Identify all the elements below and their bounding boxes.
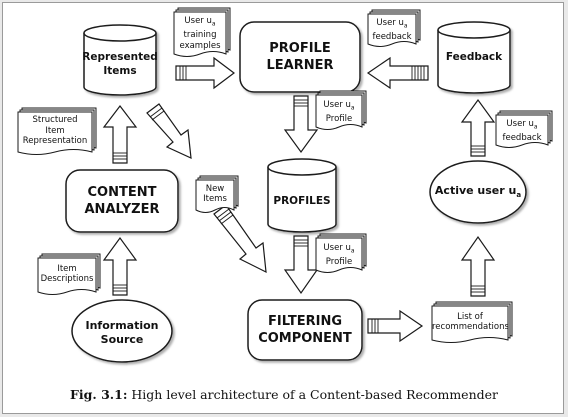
arrow-profiles-to-filtering [283, 235, 319, 295]
doc-label-line: feedback [502, 132, 542, 143]
doc-label-line: List of [457, 311, 483, 322]
doc-sheet [431, 305, 509, 343]
doc-stack-training-examples [173, 7, 231, 57]
profile-learner-line2: LEARNER [266, 58, 334, 73]
arrow-items-to-newitems [146, 103, 192, 159]
doc-stack-new-items [195, 175, 239, 213]
feedback-store [437, 21, 511, 94]
arrow-feedback-to-learner [366, 56, 429, 90]
content-analyzer-label: CONTENT ANALYZER [66, 184, 178, 218]
filtering-component-box [247, 299, 363, 361]
doc-sheet [367, 13, 417, 47]
doc-label-line: Structured [32, 115, 78, 126]
doc-sheet [195, 179, 235, 213]
active-user-text: Active user u [434, 184, 517, 197]
information-source-line1: Information [85, 319, 159, 332]
filtering-component-line1: FILTERING [268, 314, 342, 329]
information-source-ellipse [71, 299, 173, 363]
profiles-store [267, 158, 337, 233]
arrow-newitems-to-filtering [213, 204, 267, 274]
doc-sheet [315, 94, 363, 130]
arrow-list-to-user [460, 235, 496, 297]
active-user-subscript: a [516, 191, 522, 200]
profile-learner-label: PROFILE LEARNER [240, 40, 360, 74]
arrow-learner-to-profiles [283, 95, 319, 154]
doc-label-line: examples [179, 40, 221, 51]
active-user-label: Active user ua [430, 184, 526, 202]
doc-stack-user-profile-2 [315, 233, 367, 273]
filtering-component-line2: COMPONENT [258, 331, 352, 346]
arrow-tail-hatching [113, 66, 485, 333]
represented-items-line2: Items [103, 65, 137, 77]
doc-label-line: Items [203, 194, 227, 204]
doc-stack-item-descriptions [37, 253, 101, 295]
active-user-ellipse [429, 160, 527, 224]
content-analyzer-line2: ANALYZER [84, 202, 160, 217]
arrow-filtering-to-list [367, 309, 424, 343]
doc-label-line: Descriptions [40, 274, 94, 284]
profile-learner-box [239, 21, 361, 93]
doc-label-line: Item [45, 125, 65, 136]
doc-label-line: User ua [323, 99, 355, 112]
represented-items-label: Represented Items [82, 50, 158, 78]
doc-stack-user-profile [315, 90, 367, 130]
doc-label-line: Profile [325, 113, 353, 124]
arrow-items-to-learner [175, 56, 235, 90]
doc-label-line: User ua [184, 16, 216, 28]
doc-stack-recommendations [431, 301, 513, 343]
represented-items-store [83, 24, 157, 96]
doc-sheet [495, 114, 549, 148]
profiles-line1: PROFILES [273, 195, 331, 207]
arrow-user-to-feedback [460, 98, 496, 157]
doc-sheet [173, 11, 227, 57]
arrow-source-to-analyzer [102, 236, 138, 296]
doc-label-line: Profile [325, 256, 353, 267]
profile-learner-line1: PROFILE [269, 41, 331, 56]
doc-stack-user-feedback-right [495, 110, 553, 148]
information-source-label: Information Source [72, 319, 172, 347]
feedback-line1: Feedback [445, 51, 503, 63]
caption-text: High level architecture of a Content-bas… [127, 387, 498, 402]
doc-label-line: recommendations [432, 322, 509, 332]
information-source-line2: Source [100, 333, 144, 346]
doc-label-line: Item [57, 263, 77, 274]
figure-caption: Fig. 3.1: High level architecture of a C… [70, 387, 520, 402]
doc-label-line: User ua [323, 242, 355, 255]
doc-label-line: Representation [22, 136, 88, 147]
represented-items-line1: Represented [82, 51, 158, 63]
profiles-label: PROFILES [268, 194, 336, 208]
arrow-analyzer-to-items [102, 105, 138, 164]
filtering-component-label: FILTERING COMPONENT [248, 313, 362, 347]
doc-sheet [37, 257, 97, 295]
feedback-label: Feedback [438, 50, 510, 64]
content-analyzer-box [65, 169, 179, 233]
doc-label-line: training [183, 30, 217, 41]
content-analyzer-line1: CONTENT [87, 185, 157, 200]
doc-stack-feedback-top [367, 9, 421, 47]
doc-label-line: New [205, 183, 225, 194]
doc-label-line: User ua [506, 118, 538, 131]
doc-stack-structured-item [17, 107, 97, 155]
caption-prefix: Fig. 3.1: [70, 387, 128, 402]
doc-label-line: User ua [376, 17, 408, 30]
doc-label-line: feedback [372, 31, 412, 42]
doc-sheet [315, 237, 363, 273]
doc-sheet [17, 111, 93, 155]
